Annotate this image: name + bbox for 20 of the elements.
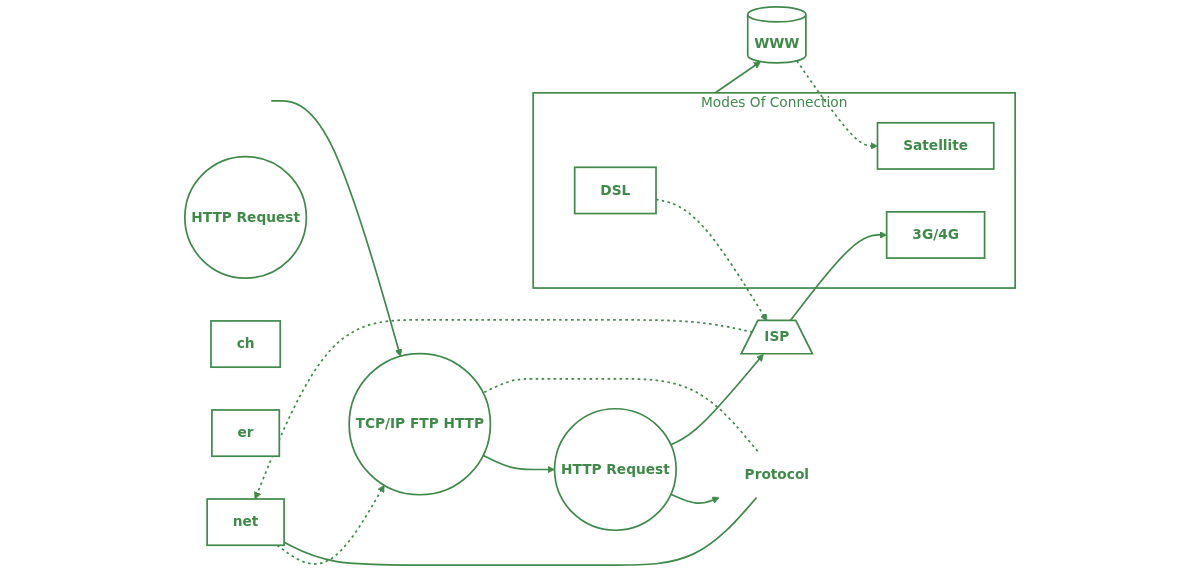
node-circle: TCP/IP FTP HTTP xyxy=(348,352,492,496)
arrow xyxy=(276,484,385,565)
arrow xyxy=(795,59,878,150)
connector xyxy=(283,496,758,566)
node-circle: HTTP Request xyxy=(553,407,677,532)
arrow xyxy=(669,353,764,446)
node-box: Satellite xyxy=(876,121,995,170)
node-text: Protocol xyxy=(744,465,809,483)
node-box: ch xyxy=(210,320,282,369)
node-box: 3G/4G xyxy=(885,210,986,259)
node-box: net xyxy=(206,498,285,547)
node-circle: HTTP Request xyxy=(184,155,308,279)
arrow xyxy=(669,493,720,505)
arrow xyxy=(714,61,761,94)
node-box: DSL xyxy=(573,166,657,215)
arrow xyxy=(482,454,555,474)
arrow xyxy=(254,319,754,500)
arrow xyxy=(270,100,403,357)
connector xyxy=(482,377,759,453)
node-box: er xyxy=(211,409,281,458)
